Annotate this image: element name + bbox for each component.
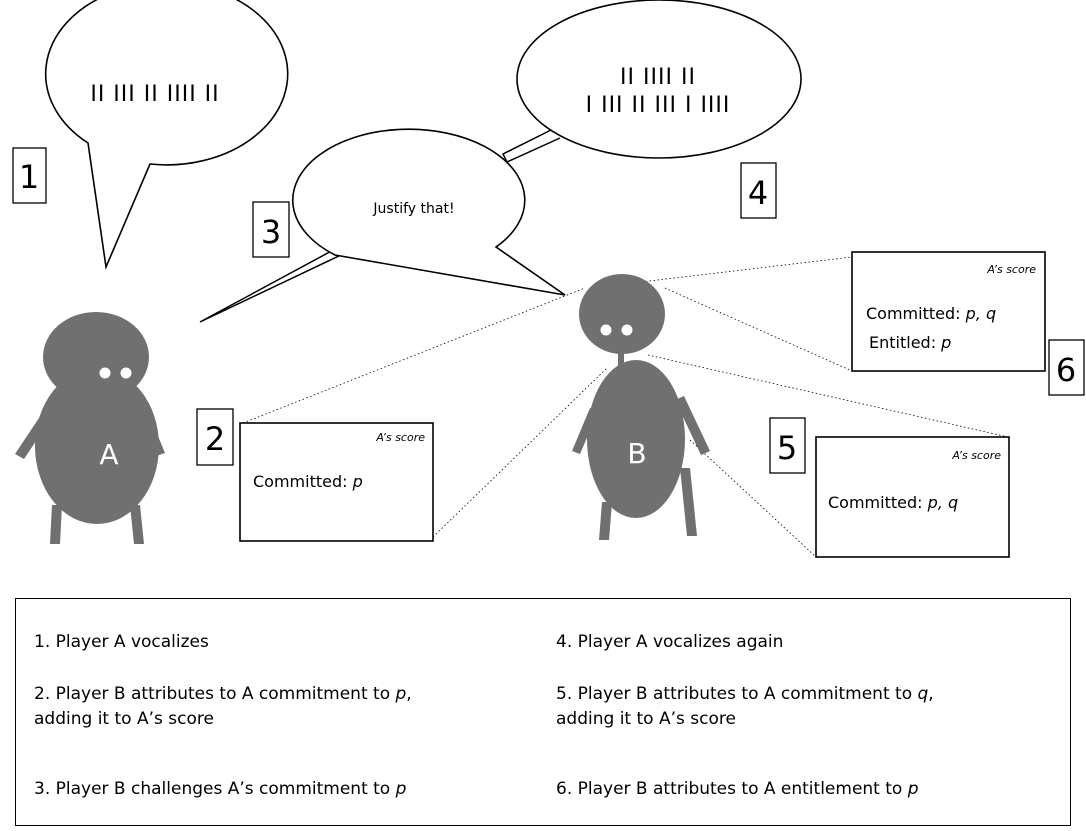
player-b-figure: B: [572, 274, 710, 540]
score-card-step-6: A’s score Committed: p, q Entitled: p: [851, 251, 1046, 372]
score-card-label: Committed:: [828, 493, 928, 512]
bubble-4-line1: II IIII II: [620, 65, 696, 90]
score-card-label: Committed:: [253, 472, 353, 491]
score-card-title: A’s score: [986, 263, 1036, 276]
svg-text:Entitled: p: Entitled: p: [869, 333, 951, 352]
challenge-text: Justify that!: [372, 201, 454, 217]
player-b-label: B: [627, 437, 646, 470]
score-card-step-5: A’s score Committed: p, q: [815, 436, 1010, 558]
svg-text:Committed: p: Committed: p: [253, 472, 363, 491]
svg-text:Committed: p, q: Committed: p, q: [828, 493, 958, 512]
bubble-1-ticks: II III II IIII II: [90, 82, 219, 107]
svg-text:Committed: p, q: Committed: p, q: [866, 304, 996, 323]
score-card-value: p, q: [927, 493, 958, 512]
score-card-label: Committed:: [866, 304, 966, 323]
step-number-4: 4: [740, 162, 777, 219]
svg-text:2: 2: [205, 420, 225, 458]
attribution-lines: [242, 256, 1009, 558]
speech-bubble-1: II III II IIII II: [44, 0, 289, 270]
score-card-label-2: Entitled:: [869, 333, 941, 352]
score-card-value-2: p: [940, 333, 951, 352]
scorekeeping-diagram: II III II IIII II II IIII II I III II II…: [12, 0, 1085, 558]
svg-text:6: 6: [1056, 351, 1076, 389]
step-number-1: 1: [12, 147, 47, 204]
step-number-6: 6: [1048, 339, 1085, 396]
step-number-2: 2: [196, 408, 234, 466]
legend-item-3: 3. Player B challenges A’s commitment to…: [34, 779, 407, 799]
legend-item-2: 2. Player B attributes to A commitment t…: [34, 684, 412, 729]
legend-item-6: 6. Player B attributes to A entitlement …: [556, 779, 919, 799]
speech-bubble-3: Justify that!: [199, 128, 566, 323]
score-card-step-2: A’s score Committed: p: [239, 422, 434, 542]
bubble-4-line2: I III II III I IIII: [586, 93, 731, 118]
svg-text:5: 5: [777, 429, 797, 467]
legend-item-1: 1. Player A vocalizes: [34, 632, 209, 652]
step-number-3: 3: [252, 201, 290, 258]
score-card-title: A’s score: [375, 431, 425, 444]
step-number-5: 5: [769, 417, 806, 474]
player-a-figure: A: [15, 312, 165, 544]
legend-item-4: 4. Player A vocalizes again: [556, 632, 784, 652]
legend-item-5: 5. Player B attributes to A commitment t…: [556, 684, 934, 729]
svg-text:4: 4: [748, 174, 768, 212]
speech-bubble-4: II IIII II I III II III I IIII: [501, 0, 802, 163]
legend-box: 1. Player A vocalizes 2. Player B attrib…: [15, 598, 1071, 826]
player-a-label: A: [99, 438, 118, 471]
score-card-value: p, q: [965, 304, 996, 323]
svg-text:1: 1: [19, 158, 39, 196]
score-card-title: A’s score: [951, 449, 1001, 462]
score-card-value: p: [352, 472, 363, 491]
svg-text:3: 3: [261, 213, 281, 251]
